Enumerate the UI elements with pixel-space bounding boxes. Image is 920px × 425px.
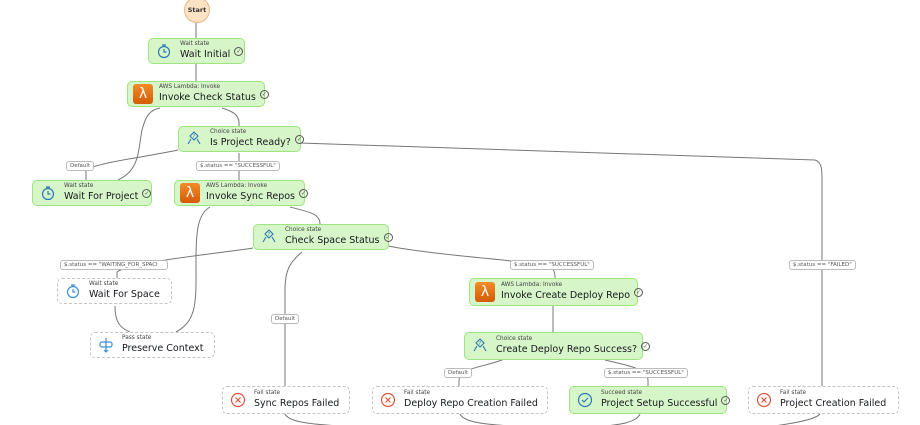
edge: [284, 413, 332, 425]
state-name: Invoke Sync Repos: [206, 191, 296, 203]
choice-icon: ?: [184, 129, 204, 149]
edge-label: Default: [271, 314, 300, 325]
state-name: Wait Initial: [180, 49, 231, 61]
state-kind: Choice state: [496, 336, 533, 343]
check-icon: ✓: [721, 395, 731, 405]
state-name: Create Deploy Repo Success?: [496, 344, 638, 356]
check-icon: ✓: [294, 134, 304, 144]
svg-text:?: ?: [479, 341, 482, 347]
state-name: Wait For Project: [64, 191, 139, 203]
lambda-icon: λ: [133, 84, 153, 104]
lambda-icon: λ: [475, 282, 495, 302]
state-name: Project Setup Successful: [601, 398, 718, 410]
choice-icon: ?: [259, 227, 279, 247]
svg-text:?: ?: [193, 134, 196, 140]
state-kind: Fail state: [404, 390, 431, 397]
edge: [221, 107, 240, 127]
timer-icon: [38, 183, 58, 203]
state-name: Invoke Check Status: [159, 92, 256, 104]
state-name: Project Creation Failed: [780, 398, 887, 410]
state-kind: Fail state: [780, 390, 807, 397]
fail-icon: [228, 390, 248, 410]
state-kind: Fail state: [254, 390, 281, 397]
svg-text:?: ?: [268, 232, 271, 238]
check-icon: ✓: [142, 188, 152, 198]
state-name: Check Space Status: [285, 235, 380, 247]
edge-label: $.status == "FAILED": [789, 260, 856, 271]
state-kind: AWS Lambda: Invoke: [159, 84, 221, 91]
edge-label: Default: [66, 161, 95, 172]
fail-icon: [754, 390, 774, 410]
timer-icon: [63, 281, 83, 301]
check-icon: ✓: [383, 232, 393, 242]
timer-icon: [154, 41, 174, 61]
edge-label: $.status == "WAITING_FOR_SPACI: [60, 260, 168, 271]
state-kind: Choice state: [285, 227, 322, 234]
edge-label: $.status == "SUCCESSFUL": [510, 260, 594, 271]
state-kind: AWS Lambda: Invoke: [206, 183, 268, 190]
edge-label: $.status == "SUCCESSFUL": [196, 161, 280, 172]
pass-icon: [96, 335, 116, 355]
edge: [175, 206, 211, 333]
check-icon: ✓: [634, 287, 644, 297]
check-icon: ✓: [641, 341, 651, 351]
edge: [284, 251, 303, 386]
fail-icon: [378, 390, 398, 410]
edge: [610, 413, 641, 425]
state-kind: Wait state: [89, 281, 119, 288]
state-name: Is Project Ready?: [210, 137, 291, 149]
start-node[interactable]: Start: [184, 0, 210, 23]
state-kind: Succeed state: [601, 390, 643, 397]
state-kind: Wait state: [64, 183, 94, 190]
state-kind: Pass state: [122, 335, 152, 342]
state-name: Wait For Space: [89, 289, 160, 301]
edge: [85, 149, 179, 180]
state-kind: Wait state: [180, 41, 210, 48]
edge: [117, 107, 161, 181]
edge-label: $.status == "SUCCESSFUL": [604, 368, 688, 379]
edge: [114, 305, 131, 333]
edge: [299, 142, 823, 386]
check-icon: ✓: [259, 89, 269, 99]
choice-icon: ?: [470, 336, 490, 356]
edge-label: Default: [444, 368, 473, 379]
state-name: Sync Repos Failed: [254, 398, 340, 410]
succeed-icon: [575, 390, 595, 410]
state-name: Deploy Repo Creation Failed: [404, 398, 538, 410]
check-icon: ✓: [299, 188, 309, 198]
lambda-icon: λ: [180, 183, 200, 203]
state-name: Preserve Context: [122, 343, 204, 355]
state-kind: AWS Lambda: Invoke: [501, 282, 563, 289]
edge: [777, 413, 821, 425]
state-name: Invoke Create Deploy Repo: [501, 290, 631, 302]
edge: [289, 206, 321, 225]
edge: [459, 413, 504, 425]
check-icon: ✓: [234, 46, 244, 56]
state-kind: Choice state: [210, 129, 247, 136]
